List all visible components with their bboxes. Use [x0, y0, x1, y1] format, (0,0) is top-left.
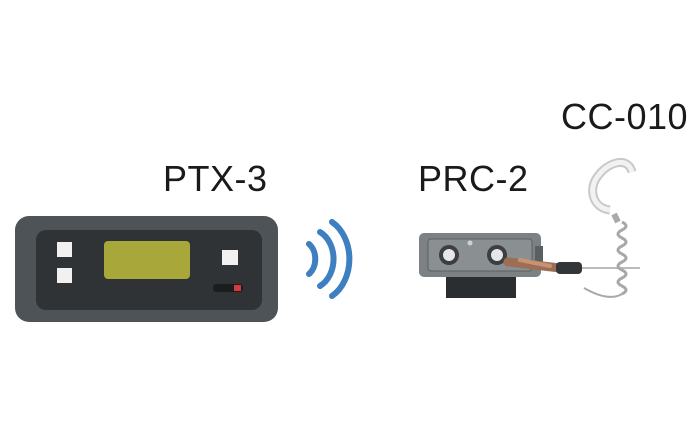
prc-2-label: PRC-2 [418, 158, 529, 199]
coiled-earpiece-icon [583, 158, 637, 298]
cc-010-label: CC-010 [561, 96, 689, 137]
ptx-transmitter-icon [15, 216, 278, 322]
wireless-signal-icon [306, 219, 353, 299]
ptx-3-label: PTX-3 [163, 158, 268, 199]
cable-connector [503, 257, 640, 274]
